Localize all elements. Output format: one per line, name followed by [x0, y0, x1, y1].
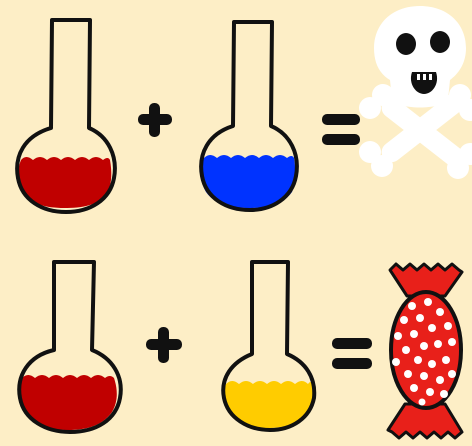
- equals-sign: =: [322, 114, 360, 145]
- flask-blue-top: [201, 22, 297, 210]
- plus-sign: +: [146, 327, 182, 363]
- flask-red-bottom: [19, 262, 121, 432]
- equals-label: =: [340, 129, 341, 131]
- flask-yellow-bottom: [223, 262, 314, 430]
- flask-red-top: [17, 20, 115, 212]
- equals-sign: =: [332, 338, 372, 369]
- skull-and-crossbones-icon: [359, 6, 472, 179]
- plus-sign: +: [138, 103, 172, 137]
- candy-body: [391, 292, 461, 408]
- equals-label: =: [352, 354, 353, 356]
- candy-icon: [388, 264, 462, 438]
